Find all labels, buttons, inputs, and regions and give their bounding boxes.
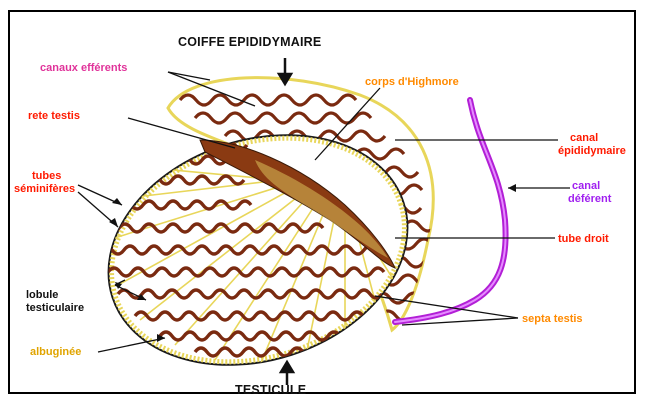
canal-deferent-label-1: canal xyxy=(572,180,600,192)
canal-deferent-label-2: déférent xyxy=(568,193,611,205)
canal-epididymaire-label-1: canal xyxy=(570,132,598,144)
lobule-testiculaire-label-2: testiculaire xyxy=(26,302,84,314)
coiffe-epididymaire-label: COIFFE EPIDIDYMAIRE xyxy=(178,36,321,48)
testicule-arrow xyxy=(281,362,293,385)
rete-testis-label: rete testis xyxy=(28,110,80,122)
canal-epididymaire-label-2: épididymaire xyxy=(558,145,626,157)
testicule-label: TESTICULE xyxy=(235,384,306,396)
lobule-testiculaire-label-1: lobule xyxy=(26,289,58,301)
septa-testis-label: septa testis xyxy=(522,313,583,325)
tubes-seminiferes-label-1: tubes xyxy=(32,170,61,182)
corps-highmore-label: corps d'Highmore xyxy=(365,76,459,88)
albuginee-label: albuginée xyxy=(30,346,81,358)
canaux-efferents-label: canaux efférents xyxy=(40,62,127,74)
tube-droit-label: tube droit xyxy=(558,233,609,245)
tubes-seminiferes-label-2: séminifères xyxy=(14,183,75,195)
